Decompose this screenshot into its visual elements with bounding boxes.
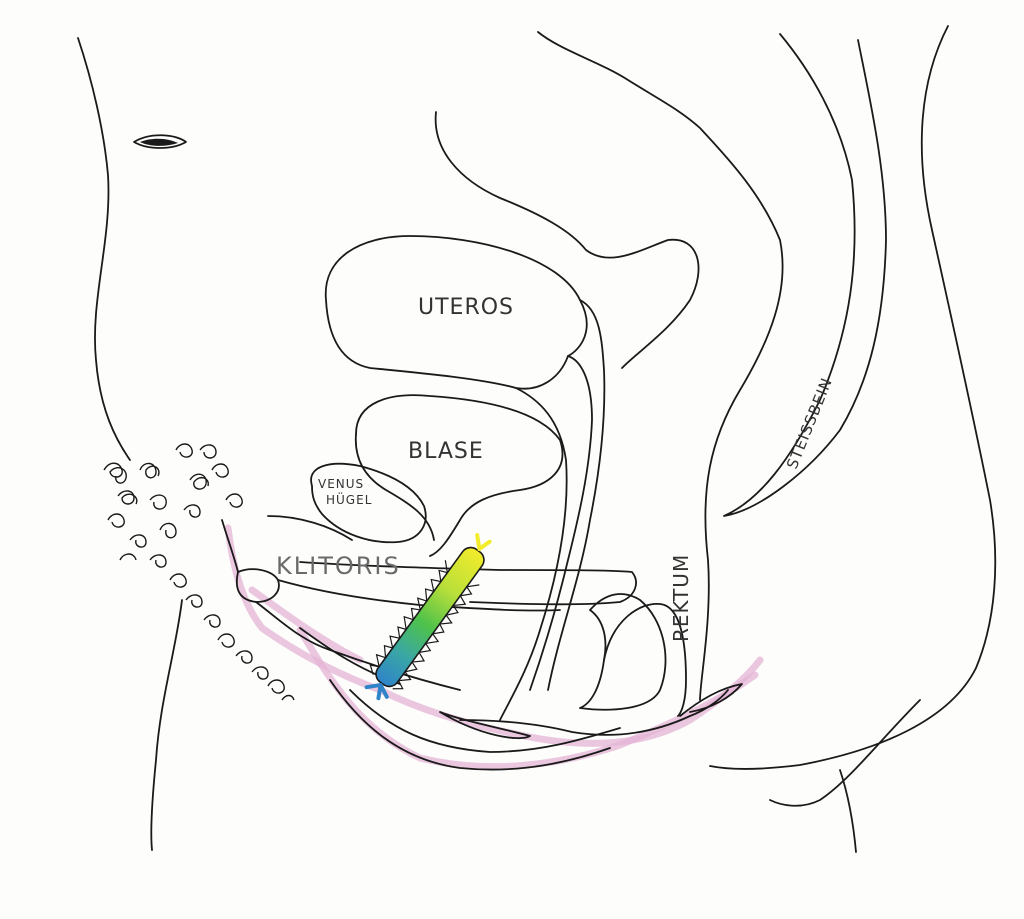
bladder <box>354 394 564 557</box>
mons-pubis <box>267 462 427 544</box>
label-uterus: UTEROS <box>418 295 514 320</box>
rectum <box>329 593 743 771</box>
label-mons-line1: VENUS <box>318 477 364 491</box>
label-rectum: REKTUM <box>669 554 693 642</box>
body-outline <box>77 37 187 851</box>
label-bladder: BLASE <box>408 439 484 464</box>
intestine-outline <box>434 111 700 369</box>
gradient-rod <box>364 533 492 701</box>
label-coccyx: STEISSBEIN <box>783 375 836 472</box>
label-mons-line2: HÜGEL <box>326 491 372 507</box>
uterus <box>324 235 606 721</box>
navel <box>133 134 187 149</box>
label-clitoris: KLITORIS <box>276 552 401 580</box>
clitoris-structure <box>221 519 637 691</box>
pubic-hair <box>103 443 295 701</box>
back-outline <box>537 25 997 853</box>
